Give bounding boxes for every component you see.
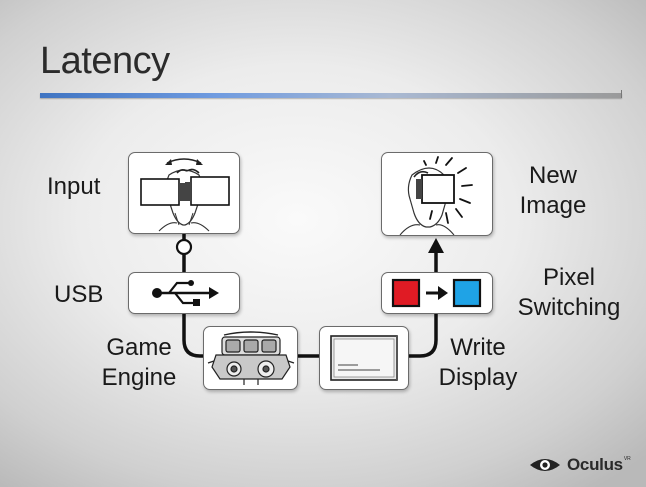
arrowhead-up-icon [428,238,444,253]
label-new-image: New Image [503,161,603,221]
label-game-engine-line1: Game [106,334,172,361]
write-display-box [319,326,409,390]
pipeline-connectors [182,230,438,358]
slide-title: Latency [40,40,170,82]
label-new-image-line1: New [528,162,577,189]
label-pixel-switching-line2: Switching [517,294,621,321]
red-pixel-icon [391,278,421,308]
usb-connector-circle-icon [175,238,193,256]
display-panel-icon [330,335,398,381]
logo-text: Oculus [567,455,623,474]
label-game-engine: Game Engine [90,333,188,393]
label-game-engine-line2: Engine [101,364,177,391]
label-write-display-line2: Display [438,364,518,391]
pixel-switching-box [381,272,493,314]
label-pixel-switching-line1: Pixel [542,264,596,291]
usb-box [128,272,240,314]
label-write-display-line1: Write [450,334,506,361]
pixel-switch-icon [391,278,482,308]
label-write-display: Write Display [430,333,526,393]
title-rule [40,90,622,98]
vr-headset-image-burst-icon [399,156,473,236]
game-engine-box [203,326,298,390]
connector-usb-engine [182,310,207,358]
right-arrow-icon [438,286,448,300]
label-pixel-switching: Pixel Switching [506,263,632,323]
oculus-eye-icon [530,459,560,471]
label-usb: USB [54,281,104,308]
oculus-logo: Oculus VR [528,454,631,476]
input-box [128,152,240,234]
connector-display-pixel [405,310,438,358]
logo-superscript: VR [623,456,631,462]
label-input: Input [47,173,101,200]
engine-icon [207,331,295,385]
label-new-image-line2: Image [519,192,587,219]
vr-headset-head-turn-icon [140,158,230,232]
new-image-box [381,152,493,236]
blue-pixel-icon [452,278,482,308]
usb-icon [152,280,219,306]
